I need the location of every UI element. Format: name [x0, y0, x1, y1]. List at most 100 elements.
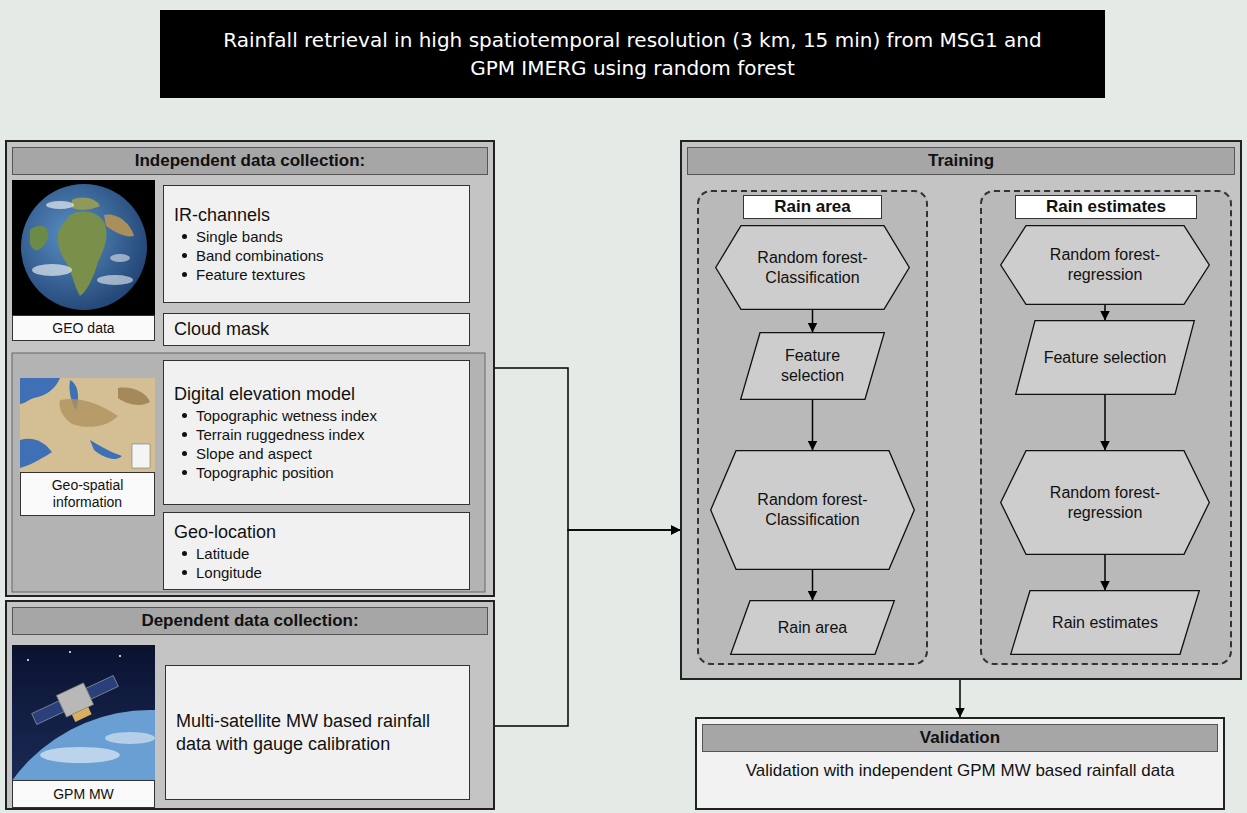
image-caption-box: GPM MW	[12, 780, 155, 808]
text-holder: Rain estimates	[982, 195, 1230, 219]
node-text: GEO data	[52, 320, 114, 336]
node-text: Random forest- Classification	[757, 249, 867, 286]
node-text: Multi-satellite MW based rainfall data w…	[176, 711, 430, 754]
text-holder: Independent data collection:	[7, 147, 493, 175]
arrow-connector	[959, 680, 961, 717]
text-holder: Rain area	[699, 195, 926, 219]
text-holder: Dependent data collection:	[7, 607, 493, 635]
text-row: Cloud mask	[174, 318, 459, 341]
panel-box: ValidationValidation with independent GP…	[695, 717, 1225, 810]
node-text: Feature selection	[1044, 349, 1167, 366]
text-row: GPM MW	[17, 786, 150, 803]
text-holder: Feature selection	[1042, 348, 1168, 368]
text-row: Feature selection	[767, 346, 858, 386]
text-holder: Feature selection	[767, 346, 858, 386]
text-row: Rain estimates	[1015, 195, 1197, 219]
text-holder: Random forest- Classification	[747, 248, 878, 288]
bullet-item: Latitude	[174, 544, 459, 563]
text-row: IR-channels	[174, 204, 459, 227]
hexagon-outline	[710, 450, 915, 570]
text-row: Rain area	[743, 195, 882, 219]
node-text: Terrain ruggedness index	[196, 425, 364, 444]
panel-fill	[680, 140, 1242, 680]
arrow-connector	[1104, 395, 1106, 450]
bullet-dot	[182, 234, 187, 239]
text-holder: Rain estimates	[1037, 613, 1173, 633]
node-text: Geo-spatial information	[52, 477, 124, 510]
text-row: Validation	[702, 724, 1218, 752]
title-text: Rainfall retrieval in high spatiotempora…	[160, 10, 1105, 98]
parallelogram-outline	[740, 332, 885, 400]
node-text: Feature selection	[781, 347, 844, 384]
bullet-item: Feature textures	[174, 265, 459, 284]
bullet-item: Slope and aspect	[174, 444, 459, 463]
text-holder: Random forest- regression	[1032, 483, 1178, 523]
node-text: Feature textures	[196, 265, 305, 284]
image-caption-box: GEO data	[12, 315, 155, 341]
process-hexagon: Random forest- regression	[1000, 450, 1210, 555]
text-holder: Multi-satellite MW based rainfall data w…	[176, 710, 459, 756]
text-row: Dependent data collection:	[12, 607, 488, 635]
map-image	[20, 378, 155, 472]
arrow-connector	[495, 530, 680, 726]
text-holder: Random forest- regression	[1032, 245, 1178, 285]
bullet-dot	[182, 432, 187, 437]
text-holder: GEO data	[17, 320, 150, 337]
text-holder: IR-channelsSingle bandsBand combinations…	[174, 204, 459, 284]
text-holder: Digital elevation modelTopographic wetne…	[174, 383, 459, 482]
bullet-dot	[182, 551, 187, 556]
data-parallelogram: Rain area	[730, 600, 895, 655]
panel-box: Dependent data collection: GPM MW Multi-sa…	[5, 600, 495, 810]
text-row: GEO data	[17, 320, 150, 337]
bullet-item: Topographic position	[174, 463, 459, 482]
text-row: Rain estimates	[1037, 613, 1173, 633]
text-row: Rain area	[757, 618, 868, 638]
arrow-connector	[495, 368, 680, 530]
text-box: Cloud mask	[163, 313, 470, 346]
heading-text: Validation	[920, 728, 1000, 747]
arrow-connector	[812, 400, 814, 450]
text-row: Random forest- regression	[1032, 483, 1178, 523]
node-text: Digital elevation model	[174, 384, 355, 404]
text-box: IR-channelsSingle bandsBand combinations…	[163, 185, 470, 303]
bullet-item: Topographic wetness index	[174, 406, 459, 425]
panel-box: TrainingRain areaRandom forest- Classifi…	[680, 140, 1242, 680]
data-parallelogram: Feature selection	[740, 332, 885, 400]
text-row: Random forest- Classification	[747, 248, 878, 288]
heading-text: Rain estimates	[1046, 197, 1166, 216]
node-text: IR-channels	[174, 205, 270, 225]
process-hexagon: Random forest- regression	[1000, 225, 1210, 305]
node-text: GPM MW	[53, 786, 114, 802]
hexagon-outline	[1000, 450, 1210, 555]
node-text: Rain estimates	[1052, 614, 1158, 631]
text-row: Random forest- regression	[1032, 245, 1178, 285]
bullet-dot	[182, 413, 187, 418]
text-box: Multi-satellite MW based rainfall data w…	[165, 665, 470, 800]
data-parallelogram: Rain estimates	[1010, 590, 1200, 655]
node-text: Single bands	[196, 227, 283, 246]
node-text: Geo-location	[174, 522, 276, 542]
text-holder: Rain area	[757, 618, 868, 638]
text-row: Independent data collection:	[12, 147, 488, 175]
text-row: Digital elevation model	[174, 383, 459, 406]
node-text: Random forest- regression	[1050, 484, 1160, 521]
earth-image	[12, 180, 155, 315]
text-row: Geo-spatial information	[25, 477, 150, 511]
satellite-image	[12, 645, 155, 780]
bullet-item: Longitude	[174, 563, 459, 582]
image-caption-box: Geo-spatial information	[20, 472, 155, 516]
group-fill	[980, 190, 1232, 665]
node-text: Topographic position	[196, 463, 334, 482]
heading-text: Independent data collection:	[135, 151, 365, 170]
heading-text: Rain area	[774, 197, 851, 216]
geo-subpanel	[12, 353, 485, 592]
bullet-dot	[182, 253, 187, 258]
node-text: Random forest- Classification	[757, 491, 867, 528]
node-text: Random forest- regression	[1050, 246, 1160, 283]
node-text: Longitude	[196, 563, 262, 582]
text-row: Feature selection	[1042, 348, 1168, 368]
panel-fill	[5, 140, 495, 597]
bullet-dot	[182, 470, 187, 475]
node-text: Validation with independent GPM MW based…	[746, 761, 1175, 780]
